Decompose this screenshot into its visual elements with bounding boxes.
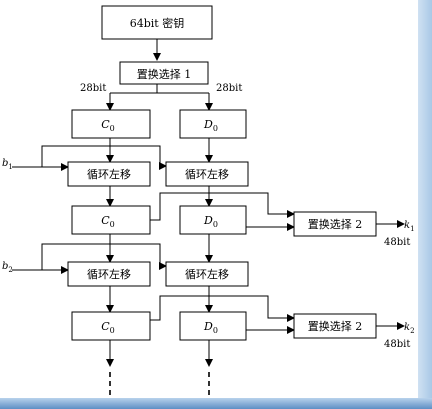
node-pc1: 置换选择 1 [119,61,209,85]
edge-b1-to-right-shift [41,145,167,170]
node-shift2-left: 循环左移 [67,261,151,287]
node-pc2-first: 置换选择 2 [293,211,377,237]
node-key: 64bit 密钥 [101,5,213,40]
node-d0-bot-sub: 0 [213,326,218,335]
node-pc2-second: 置换选择 2 [293,313,377,339]
node-shift1-right-label: 循环左移 [185,168,229,181]
node-shift2-right-label: 循环左移 [185,268,229,281]
node-d0-top-letter: D [203,118,213,131]
label-left-28bit: 28bit [80,83,106,94]
node-shift1-right: 循环左移 [165,161,249,187]
node-c0-bot-letter: C [101,320,110,333]
node-key-label: 64bit 密钥 [130,16,184,30]
label-k2: k2 [404,322,415,335]
edge-b2-to-right-shift [41,243,167,270]
label-right-28bit: 28bit [216,83,242,94]
node-c0-bot: C0 [71,311,151,341]
svg-text:D0: D0 [203,118,218,133]
connectors [12,39,405,398]
node-c0-top-letter: C [101,118,110,131]
svg-text:D0: D0 [203,320,218,335]
node-shift2-left-label: 循环左移 [87,268,131,281]
node-d0-bot: D0 [179,311,247,341]
node-c0-bot-sub: 0 [110,326,115,335]
node-d0-mid-letter: D [203,214,213,227]
node-pc2-first-label: 置换选择 2 [308,217,363,231]
edge-c0-mid-to-pc2 [150,192,295,221]
label-48bit-first: 48bit [384,237,410,248]
svg-text:C0: C0 [101,214,115,229]
node-shift1-left: 循环左移 [67,161,151,187]
node-d0-top: D0 [179,109,247,139]
label-b2: b2 [2,261,13,274]
node-d0-mid-sub: 0 [213,220,218,229]
frame-bottom-band [0,398,432,409]
svg-text:D0: D0 [203,214,218,229]
node-d0-top-sub: 0 [213,124,218,133]
node-c0-mid: C0 [71,205,151,235]
node-d0-bot-letter: D [203,320,213,333]
node-c0-top-sub: 0 [110,124,115,133]
svg-text:C0: C0 [101,118,115,133]
node-c0-top: C0 [71,109,151,139]
label-48bit-second: 48bit [384,339,410,350]
frame-right-band [418,0,432,409]
svg-text:C0: C0 [101,320,115,335]
node-c0-mid-sub: 0 [110,220,115,229]
label-b1: b1 [2,158,13,171]
edge-c0-bot-to-pc2 [150,295,295,322]
node-pc2-second-label: 置换选择 2 [308,319,363,333]
label-k1: k1 [404,220,415,233]
node-shift1-left-label: 循环左移 [87,168,131,181]
node-d0-mid: D0 [179,205,247,235]
node-shift2-right: 循环左移 [165,261,249,287]
node-c0-mid-letter: C [101,214,110,227]
node-pc1-label: 置换选择 1 [137,67,192,81]
